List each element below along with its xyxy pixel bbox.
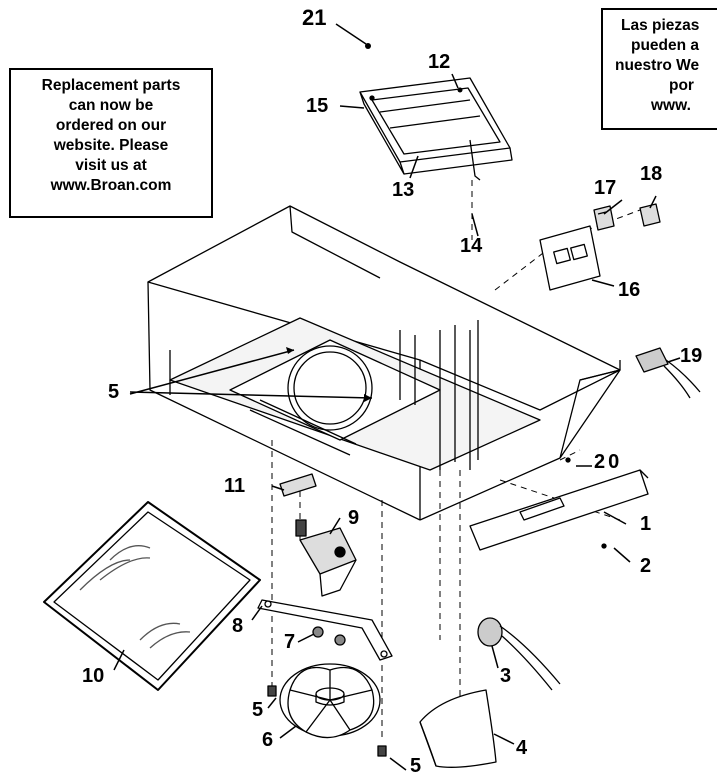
callout-17: 17 <box>594 177 617 199</box>
callout-18: 18 <box>640 163 663 185</box>
notice-line: website. Please <box>53 137 169 154</box>
part-6-fan <box>279 663 381 739</box>
notice-line: nuestro We <box>615 57 700 74</box>
part-19-plug <box>635 347 701 399</box>
callout-10: 10 <box>82 665 105 687</box>
callout-4: 4 <box>516 737 528 759</box>
callout-14: 14 <box>460 235 483 257</box>
part-17-switch <box>593 205 615 231</box>
callout-19: 19 <box>680 345 703 367</box>
callout-7: 7 <box>284 631 296 653</box>
spanish-parts-notice: Las piezas pueden a nuestro We por www. <box>601 8 717 130</box>
part-10-filter <box>43 501 261 691</box>
notice-line: can now be <box>68 97 154 114</box>
callout-11: 11 <box>224 475 246 497</box>
callout-8: 8 <box>232 615 244 637</box>
leader-lines <box>113 23 681 771</box>
notice-line: Replacement parts <box>41 77 181 94</box>
replacement-parts-notice: Replacement parts can now be ordered on … <box>9 68 213 218</box>
notice-line: www.Broan.com <box>50 177 172 194</box>
screw-5-lower <box>267 685 387 757</box>
part-7-nuts <box>312 626 346 646</box>
callout-15: 15 <box>306 95 329 117</box>
notice-line: ordered on our <box>55 117 167 134</box>
hood-body <box>147 205 621 521</box>
callout-3: 3 <box>500 665 512 687</box>
notice-line: visit us at <box>75 157 147 174</box>
part-16-plate <box>539 225 601 291</box>
callout-20: 20 <box>594 451 623 473</box>
notice-line: Las piezas <box>621 17 700 34</box>
callout-21: 21 <box>302 5 327 30</box>
callout-9: 9 <box>348 507 360 529</box>
callout-13: 13 <box>392 179 415 201</box>
leader-arrows <box>286 43 463 402</box>
part-15-housing <box>359 77 513 181</box>
part-3-connector <box>477 617 561 691</box>
part-1-light-panel <box>469 457 649 551</box>
part-8-bracket <box>257 599 393 661</box>
callout-16: 16 <box>618 279 641 301</box>
notice-line: pueden a <box>631 37 700 54</box>
callout-2: 2 <box>640 555 652 577</box>
callout-5-bottom: 5 <box>410 755 422 777</box>
part-4-duct <box>419 689 497 768</box>
notice-line: por <box>669 77 694 94</box>
callout-1: 1 <box>640 513 652 535</box>
part-9-motor <box>295 519 357 597</box>
notice-line: www. <box>651 97 691 114</box>
callout-6: 6 <box>262 729 274 751</box>
callout-12: 12 <box>428 51 451 73</box>
callout-5-mid: 5 <box>252 699 264 721</box>
callout-5-top: 5 <box>108 381 120 403</box>
part-11-bracket <box>279 473 317 497</box>
